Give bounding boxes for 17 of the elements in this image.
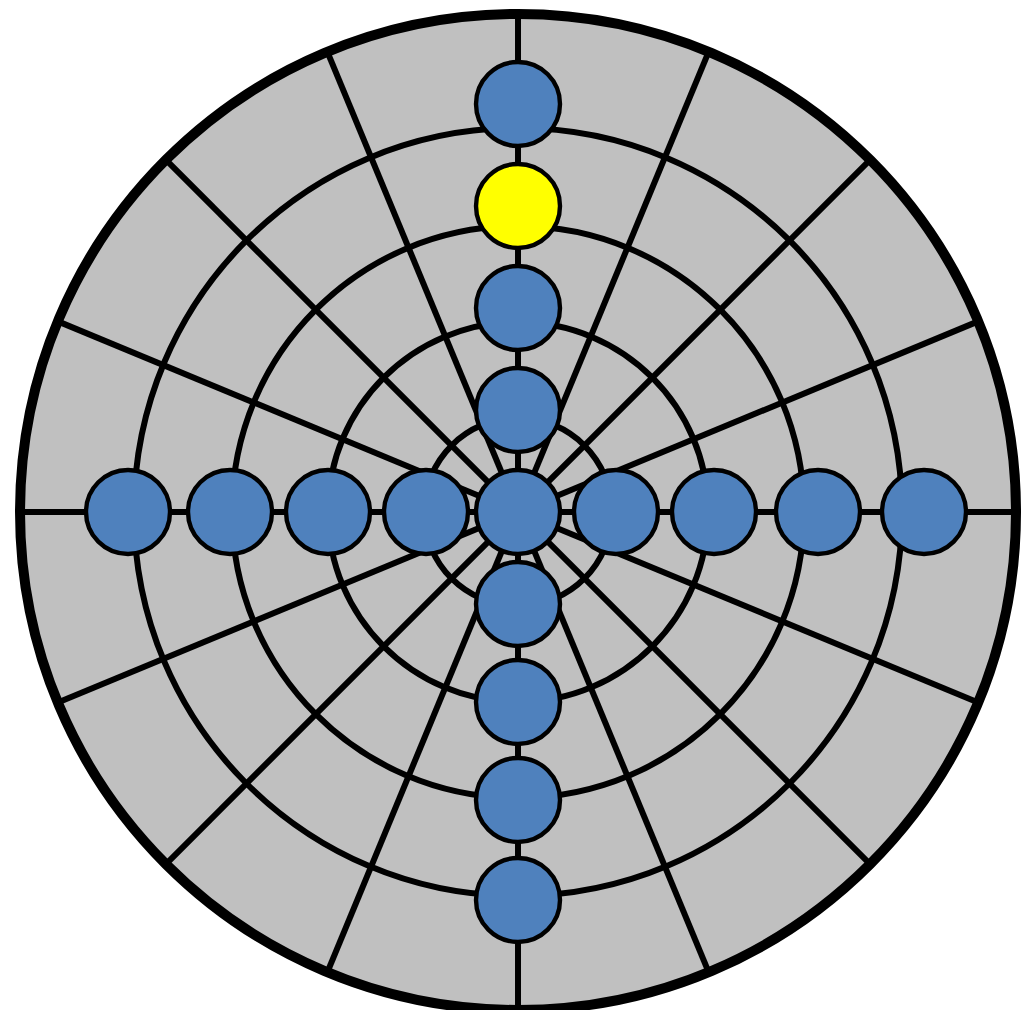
dot bbox=[381, 467, 471, 557]
dot bbox=[473, 59, 563, 149]
dot bbox=[669, 467, 759, 557]
dot bbox=[473, 559, 563, 649]
dot bbox=[571, 467, 661, 557]
dot bbox=[473, 161, 563, 251]
dot bbox=[473, 263, 563, 353]
dot bbox=[879, 467, 969, 557]
dot bbox=[473, 855, 563, 945]
dot bbox=[185, 467, 275, 557]
dot bbox=[473, 365, 563, 455]
dot bbox=[83, 467, 173, 557]
dot bbox=[283, 467, 373, 557]
dot bbox=[473, 657, 563, 747]
dot bbox=[773, 467, 863, 557]
dot bbox=[473, 755, 563, 845]
dot bbox=[473, 467, 563, 557]
